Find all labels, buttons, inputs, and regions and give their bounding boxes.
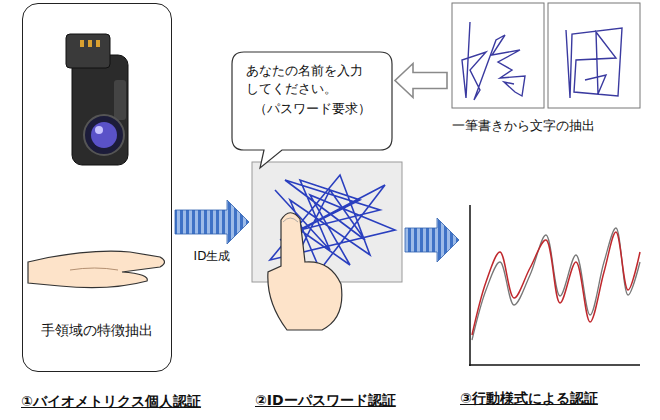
connector-group (395, 64, 447, 98)
hollow-arrow (395, 64, 447, 98)
block-arrow (175, 200, 249, 244)
measured-curve (472, 232, 640, 335)
block-arrow (405, 218, 459, 262)
camera-body (72, 55, 128, 165)
handwriting-box (452, 3, 544, 108)
edge-label: ID生成 (192, 248, 233, 265)
touch-pad-region: ②IDーパスワード認証 (252, 162, 402, 282)
contact-pin (96, 40, 100, 47)
section-heading: ②IDーパスワード認証 (255, 392, 396, 410)
contact-pin (88, 40, 92, 47)
caption-label: 一筆書きから文字の抽出 (452, 117, 595, 135)
prompt-text: あなたの名前を入力 してください。 (246, 62, 378, 98)
section-heading: ③行動様式による認証 (460, 390, 598, 408)
rounded-region: 手領域の特徴抽出①バイオメトリクス個人認証 (22, 3, 172, 372)
x-axis (469, 364, 640, 366)
contact-pin (80, 40, 84, 47)
hand-illustration (28, 251, 165, 288)
camera-grip (114, 80, 126, 120)
bubble-shape (232, 52, 392, 168)
handwriting-box (548, 3, 640, 108)
chart-region: ③行動様式による認証 (462, 198, 644, 372)
camera-lens (91, 122, 117, 148)
section-heading: ①バイオメトリクス個人認証 (21, 393, 201, 411)
lens-glare (95, 126, 103, 134)
camera-top (66, 34, 110, 68)
camera-lens-ring (84, 115, 124, 155)
reference-curve (472, 228, 640, 340)
finger-illustration (268, 213, 342, 330)
fingernail (283, 218, 298, 222)
region-label: 手領域の特徴抽出 (23, 322, 171, 340)
y-axis (469, 205, 471, 366)
connector-group (175, 200, 249, 244)
touch-pad (252, 162, 402, 282)
speech-bubble: あなたの名前を入力 してください。 （パスワード要求） (232, 52, 392, 150)
handwriting-region: 一筆書きから文字の抽出 (450, 3, 642, 109)
camera-device (66, 34, 128, 165)
handwriting-stroke (566, 28, 622, 98)
handwriting-stroke (462, 22, 525, 100)
connector-group (405, 218, 459, 262)
prompt-note: （パスワード要求） (246, 100, 378, 118)
hand-crease (70, 268, 118, 270)
curves (472, 228, 640, 340)
